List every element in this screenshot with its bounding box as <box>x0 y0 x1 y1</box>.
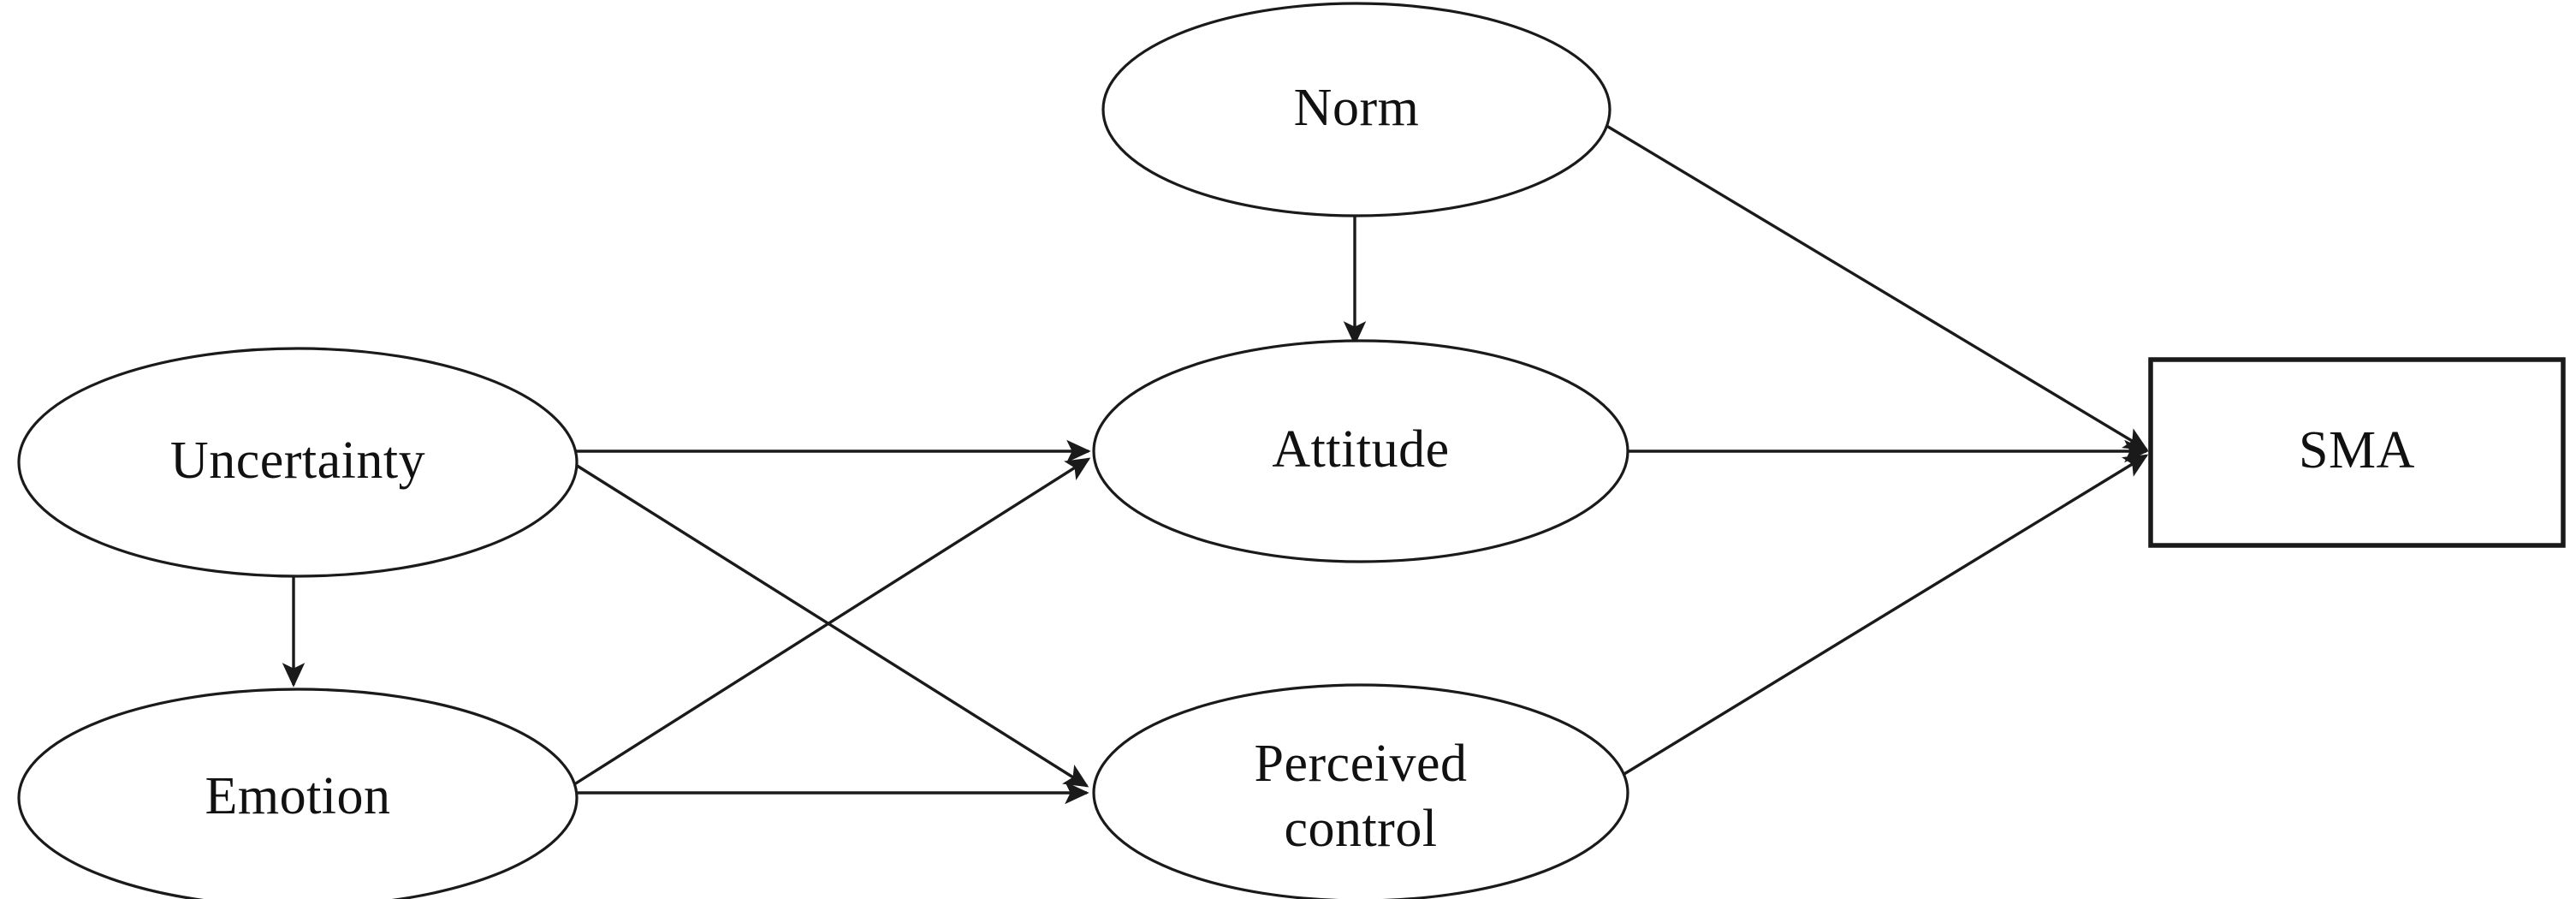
node-sma-label: SMA <box>2299 421 2415 479</box>
node-layer: Norm Uncertainty Emotion Attitude Percei… <box>17 2 2566 899</box>
edge-norm-to-sma <box>1603 122 2149 451</box>
node-attitude[interactable]: Attitude <box>1092 339 1629 563</box>
edge-layer <box>282 122 2149 805</box>
node-attitude-label: Attitude <box>1272 420 1449 479</box>
edge-emotion-to-attitude <box>571 457 1091 788</box>
node-perceived-control[interactable]: Perceived control <box>1092 683 1629 899</box>
node-perceived-control-label-line2: control <box>1284 800 1437 858</box>
node-emotion-label: Emotion <box>205 767 390 825</box>
node-attitude-ellipse <box>1092 339 1629 563</box>
node-emotion[interactable]: Emotion <box>17 688 579 899</box>
edge-perceived-control-to-sma <box>1615 454 2149 781</box>
node-perceived-control-label-line1: Perceived <box>1255 735 1468 793</box>
node-sma[interactable]: SMA <box>2148 357 2566 548</box>
node-norm-label: Norm <box>1294 79 1420 137</box>
node-sma-rect <box>2148 357 2566 548</box>
node-uncertainty-label: Uncertainty <box>170 432 425 490</box>
node-emotion-ellipse <box>17 688 579 899</box>
node-perceived-control-ellipse <box>1092 683 1629 899</box>
node-norm-ellipse <box>1101 2 1611 217</box>
node-norm[interactable]: Norm <box>1101 2 1611 217</box>
node-uncertainty-ellipse <box>17 347 579 578</box>
node-uncertainty[interactable]: Uncertainty <box>17 347 579 578</box>
